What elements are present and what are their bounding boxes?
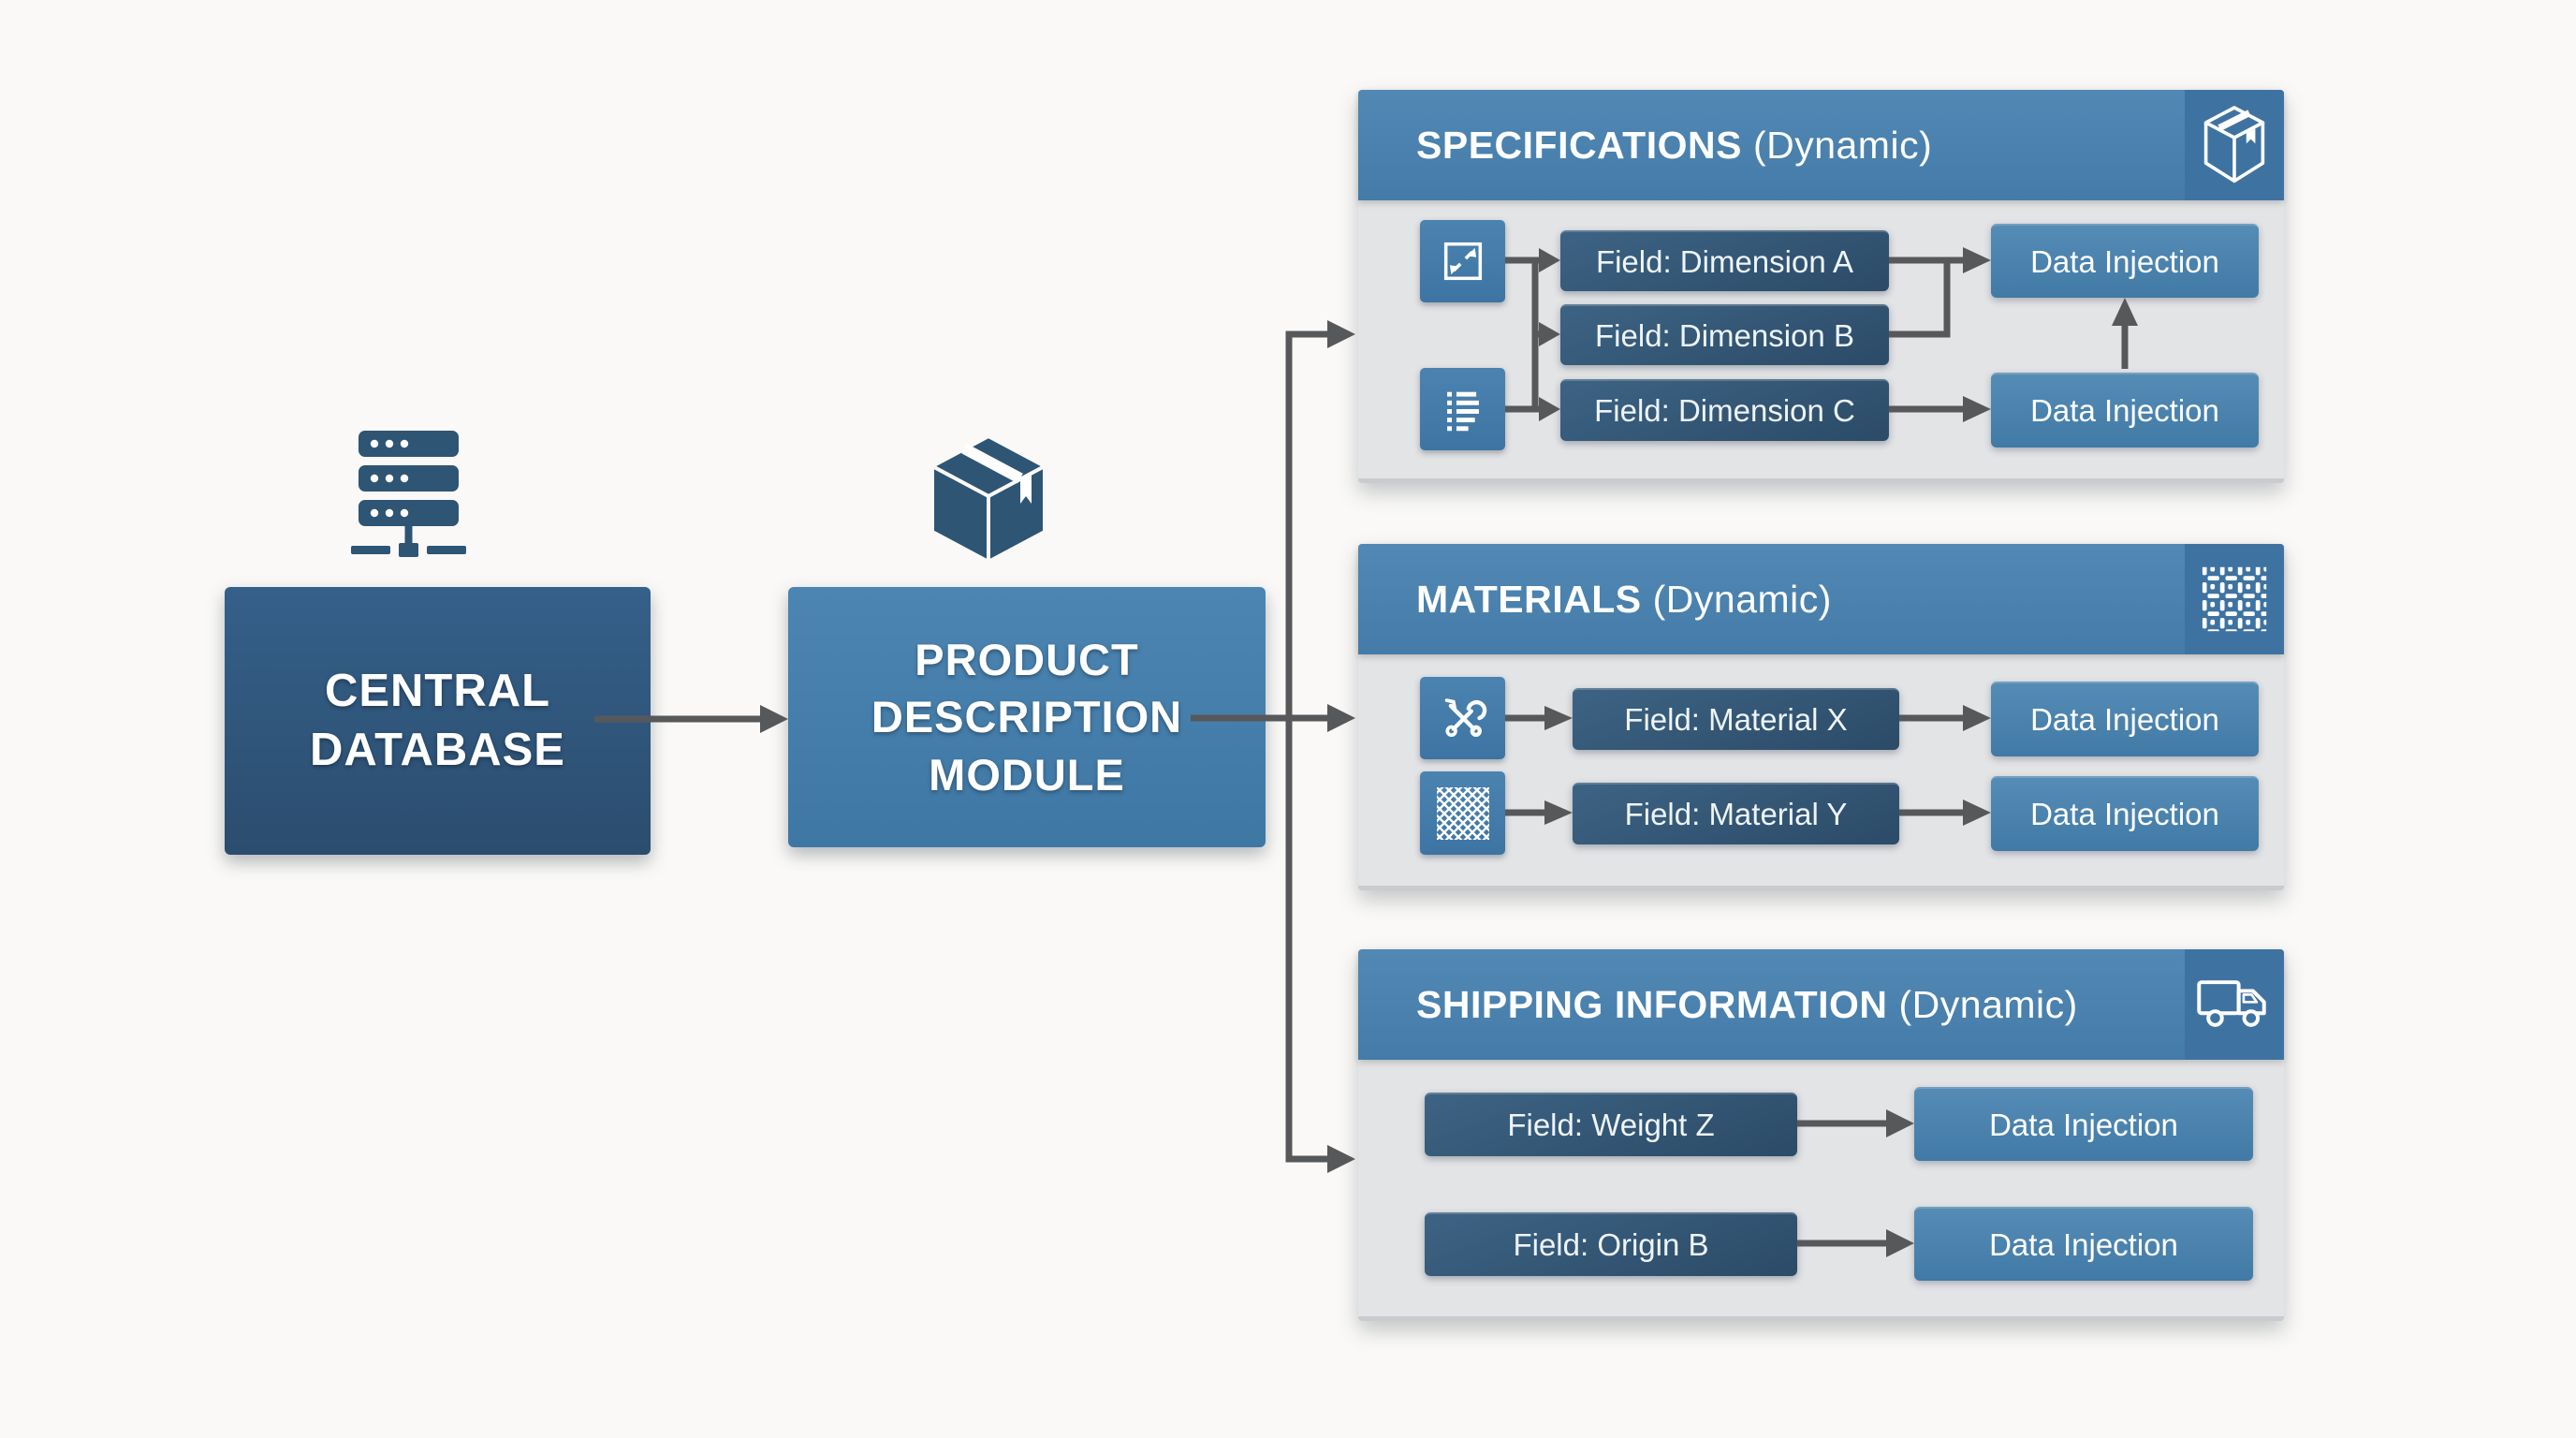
field-dimension-a: Field: Dimension A xyxy=(1560,230,1889,291)
product-description-module-label: PRODUCT DESCRIPTION MODULE xyxy=(871,635,1183,800)
materials-panel-title: MATERIALS(Dynamic) xyxy=(1358,578,1832,622)
field-dimension-b: Field: Dimension B xyxy=(1560,304,1889,365)
field-material-y-label: Field: Material Y xyxy=(1624,797,1848,831)
data-injection-box-mat-2: Data Injection xyxy=(1991,776,2259,851)
specifications-panel-title: SPECIFICATIONS(Dynamic) xyxy=(1358,124,1932,168)
shipping-title-text: SHIPPING INFORMATION xyxy=(1416,982,1888,1026)
data-injection-label: Data Injection xyxy=(2030,797,2219,831)
server-icon xyxy=(351,431,466,557)
central-database-label: CENTRAL DATABASE xyxy=(310,666,565,775)
field-material-x: Field: Material X xyxy=(1573,688,1899,750)
central-database-box: CENTRAL DATABASE xyxy=(225,587,651,855)
package-outline-icon xyxy=(2185,90,2284,200)
panel-specifications: SPECIFICATIONS(Dynamic) xyxy=(1358,90,2284,483)
specifications-subtitle-text: (Dynamic) xyxy=(1752,123,1933,167)
materials-header: MATERIALS(Dynamic) xyxy=(1358,544,2284,654)
panel-shipping: SHIPPING INFORMATION(Dynamic) Field: Wei… xyxy=(1358,949,2284,1321)
truck-icon xyxy=(2185,949,2284,1060)
materials-subtitle-text: (Dynamic) xyxy=(1652,577,1832,621)
tools-icon xyxy=(1444,698,1486,737)
data-injection-box-spec-1: Data Injection xyxy=(1991,224,2259,298)
data-injection-box-ship-1: Data Injection xyxy=(1914,1087,2253,1161)
list-icon xyxy=(1446,391,1479,432)
data-injection-label: Data Injection xyxy=(2030,243,2219,279)
fabric-weave-icon xyxy=(2185,544,2284,654)
package-icon xyxy=(930,434,1046,564)
data-injection-box-ship-2: Data Injection xyxy=(1914,1207,2253,1281)
specifications-header: SPECIFICATIONS(Dynamic) xyxy=(1358,90,2284,200)
data-injection-label: Data Injection xyxy=(2030,393,2219,428)
field-weight-z-label: Field: Weight Z xyxy=(1507,1108,1715,1142)
field-dimension-b-label: Field: Dimension B xyxy=(1595,317,1854,353)
field-dimension-c: Field: Dimension C xyxy=(1560,379,1889,441)
resize-icon xyxy=(1443,242,1482,281)
data-injection-label: Data Injection xyxy=(1989,1107,2178,1142)
data-injection-label: Data Injection xyxy=(1989,1226,2178,1262)
resize-icon-tile xyxy=(1420,220,1505,302)
shipping-header: SHIPPING INFORMATION(Dynamic) xyxy=(1358,949,2284,1060)
field-dimension-a-label: Field: Dimension A xyxy=(1595,243,1854,279)
field-dimension-c-label: Field: Dimension C xyxy=(1594,393,1855,428)
mesh-icon xyxy=(1436,786,1489,840)
specifications-title-text: SPECIFICATIONS xyxy=(1416,123,1742,167)
data-injection-box-spec-2: Data Injection xyxy=(1991,373,2259,448)
data-injection-label: Data Injection xyxy=(2030,702,2219,737)
data-injection-box-mat-1: Data Injection xyxy=(1991,682,2259,756)
field-material-x-label: Field: Material X xyxy=(1624,702,1848,737)
list-icon-tile xyxy=(1420,368,1505,450)
materials-title-text: MATERIALS xyxy=(1416,577,1642,621)
field-origin-b: Field: Origin B xyxy=(1425,1212,1797,1276)
field-origin-b-label: Field: Origin B xyxy=(1513,1227,1709,1262)
mesh-icon-tile xyxy=(1420,771,1505,855)
shipping-panel-title: SHIPPING INFORMATION(Dynamic) xyxy=(1358,983,2078,1027)
panel-materials: MATERIALS(Dynamic) xyxy=(1358,544,2284,890)
field-weight-z: Field: Weight Z xyxy=(1425,1093,1797,1156)
shipping-subtitle-text: (Dynamic) xyxy=(1898,982,2078,1026)
field-material-y: Field: Material Y xyxy=(1573,783,1899,844)
tools-icon-tile xyxy=(1420,677,1505,759)
product-description-module-box: PRODUCT DESCRIPTION MODULE xyxy=(788,587,1266,847)
